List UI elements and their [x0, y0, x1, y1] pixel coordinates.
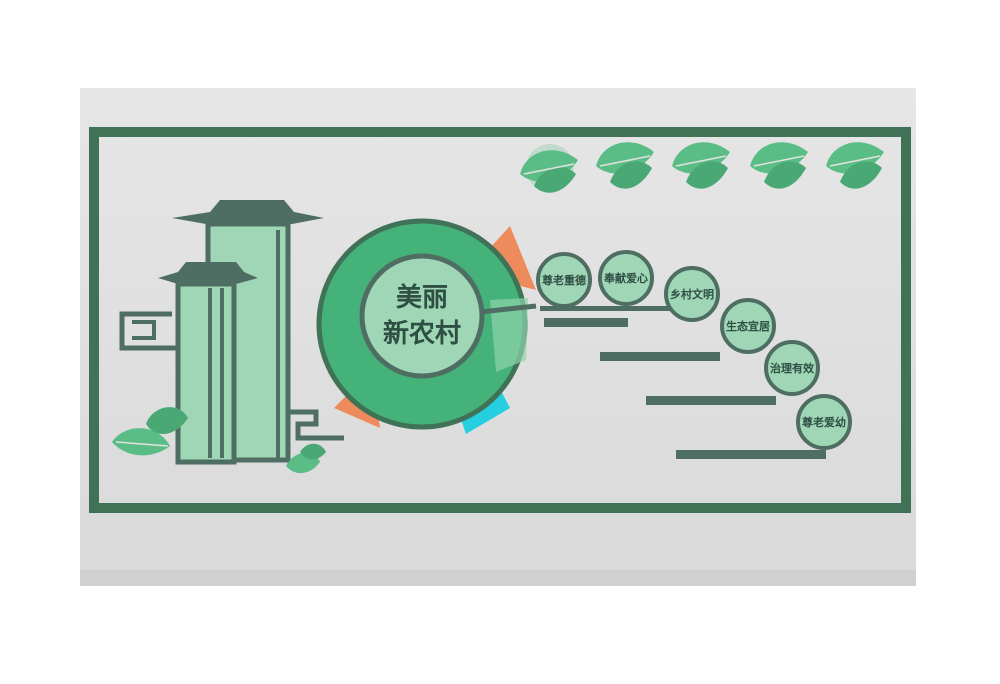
top-leaves	[520, 142, 884, 193]
topic-circle: 生态宜居	[720, 298, 776, 354]
title-line1: 美丽	[396, 282, 448, 313]
central-emblem: 美丽 新农村	[316, 218, 537, 434]
topic-circle: 尊老重德	[536, 252, 592, 308]
topic-circles: 尊老重德 奉献爱心 乡村文明 生态宜居 治理有效 尊老爱幼	[536, 250, 852, 450]
leaf-icon	[520, 144, 578, 193]
topic-label: 乡村文明	[670, 287, 714, 301]
topic-circle: 奉献爱心	[598, 250, 654, 306]
topic-circle: 尊老爱幼	[796, 394, 852, 450]
board-shadow	[80, 570, 916, 586]
staircase	[540, 306, 826, 459]
leaf-icon	[596, 142, 654, 189]
topic-label: 尊老爱幼	[802, 415, 846, 429]
topic-label: 生态宜居	[726, 319, 770, 333]
topic-label: 奉献爱心	[603, 271, 648, 285]
leaf-icon	[750, 142, 808, 189]
green-frame	[89, 127, 911, 513]
leaf-icon	[826, 142, 884, 189]
leaf-icon	[286, 443, 326, 474]
pagoda-icon	[119, 200, 344, 465]
title-line2: 新农村	[383, 318, 461, 349]
topic-circle: 乡村文明	[664, 266, 720, 322]
leaf-icon	[672, 142, 730, 189]
topic-circle: 治理有效	[764, 340, 820, 396]
leaf-icon	[112, 407, 188, 456]
topic-label: 治理有效	[770, 361, 815, 375]
topic-label: 尊老重德	[542, 273, 586, 287]
